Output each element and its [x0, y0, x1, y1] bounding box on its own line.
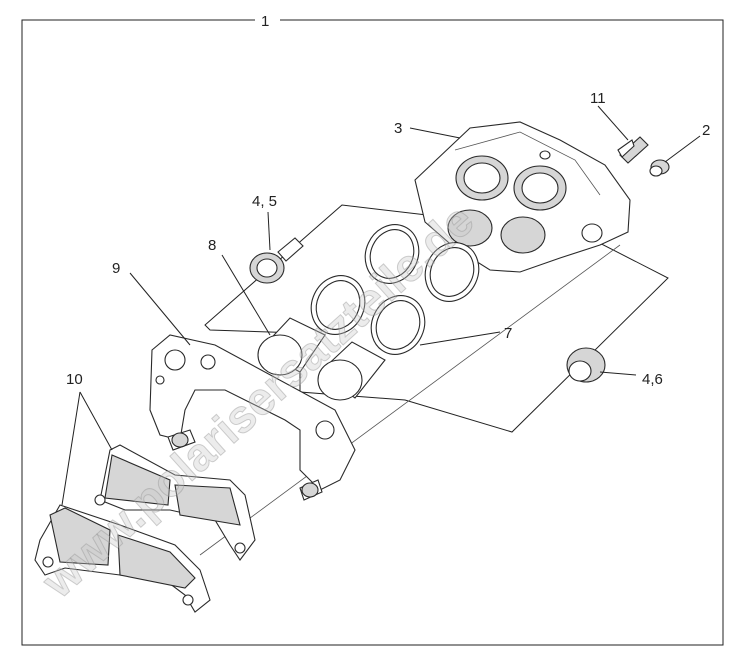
- bleeder-screw: [617, 136, 649, 164]
- callout-4-6: 4,6: [642, 371, 663, 388]
- brake-pads: [34, 444, 256, 613]
- callout-3: 3: [394, 120, 402, 137]
- callout-labels: 1 3 11 2 4, 5 8 9 7 4,6 10: [66, 13, 710, 388]
- leader-lines: [61, 105, 701, 506]
- guide-pin-boot-upper: [249, 237, 304, 284]
- mounting-bracket: [149, 334, 356, 501]
- callout-10: 10: [66, 371, 83, 388]
- pistons: [257, 317, 386, 401]
- callout-2: 2: [702, 122, 710, 139]
- bleeder-cap: [649, 159, 670, 177]
- explode-axis: [199, 244, 621, 556]
- callout-8: 8: [208, 237, 216, 254]
- callout-7: 7: [504, 325, 512, 342]
- caliper-housing: [414, 121, 631, 273]
- callout-1: 1: [261, 13, 269, 30]
- guide-pin-boot-lower: [566, 347, 606, 383]
- callout-9: 9: [112, 260, 120, 277]
- diagram-frame: [21, 19, 724, 646]
- callout-11: 11: [590, 90, 606, 107]
- callout-4-5: 4, 5: [252, 193, 277, 210]
- piston-seals: [310, 224, 480, 355]
